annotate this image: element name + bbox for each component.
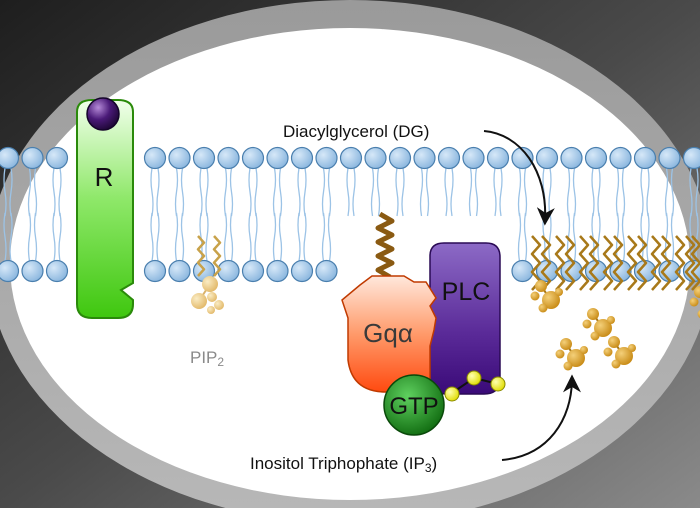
phospholipid-icon — [168, 212, 191, 283]
ip3-molecule-icon — [555, 338, 588, 371]
phospholipid-icon — [339, 146, 363, 217]
phospholipid-icon — [168, 146, 191, 217]
diacylglycerol-chains — [530, 235, 700, 291]
phospholipid-icon — [560, 146, 583, 217]
bead-2 — [466, 370, 482, 386]
phospholipid-icon — [21, 212, 44, 283]
ligand-sphere-icon — [86, 97, 120, 131]
phospholipid-icon — [584, 146, 608, 217]
phospholipid-icon — [413, 146, 436, 217]
pip2-label-main: PIP — [190, 348, 217, 367]
receptor: R — [76, 99, 134, 319]
ip3-molecule-icon — [689, 286, 700, 319]
ip3-arrow — [501, 374, 581, 461]
pip2-label-sub: 2 — [217, 355, 224, 369]
gq-alpha-label: Gqα — [363, 318, 413, 348]
phospholipid-icon — [217, 146, 240, 217]
phospholipid-icon — [0, 212, 20, 283]
ip3-molecules — [530, 280, 700, 371]
phospholipid-icon — [241, 146, 265, 217]
plc-enzyme: PLC — [429, 242, 501, 395]
ip3-label-sub: 3 — [425, 461, 432, 475]
gq-lipid-anchor — [375, 211, 395, 280]
gq-alpha-subunit: Gqα — [341, 275, 437, 393]
phospholipid-icon — [511, 146, 534, 217]
phospholipid-icon — [388, 146, 412, 217]
ip3-molecule-icon — [582, 308, 615, 341]
zigzag-chain-icon — [602, 235, 624, 291]
dg-arrow — [483, 130, 555, 226]
phospholipid-icon — [462, 146, 485, 217]
ip3-molecule-icon — [603, 336, 636, 369]
phospholipid-icon — [192, 146, 216, 217]
pip2-molecule — [191, 235, 224, 314]
pip2-label: PIP2 — [190, 348, 224, 369]
ip3-molecule-icon — [191, 276, 224, 314]
phospholipid-icon — [0, 146, 20, 217]
lipid-bilayer — [0, 146, 700, 283]
phospholipid-icon — [21, 146, 44, 217]
phospholipid-icon — [290, 212, 314, 283]
bead-1 — [444, 386, 460, 402]
gtp-label: GTP — [389, 393, 438, 420]
ip3-molecule-icon — [530, 280, 563, 313]
phospholipid-icon — [143, 146, 167, 217]
phospholipid-icon — [315, 146, 338, 217]
ip3-label-close: ) — [432, 454, 438, 473]
phospholipid-icon — [266, 212, 289, 283]
phospholipid-icon — [609, 212, 632, 283]
phospholipid-icon — [633, 146, 657, 217]
phospholipid-icon — [682, 146, 700, 217]
phospholipid-icon — [486, 146, 510, 217]
plc-label: PLC — [442, 278, 491, 306]
ip3-label-main: Inositol Triphophate (IP — [250, 454, 425, 473]
ip3-label: Inositol Triphophate (IP3) — [250, 454, 437, 475]
bead-3 — [490, 376, 506, 392]
dg-label: Diacylglycerol (DG) — [283, 122, 429, 141]
gtp-molecule: GTP — [383, 374, 445, 436]
phospholipid-icon — [45, 212, 69, 283]
phospholipid-icon — [266, 146, 289, 217]
receptor-label: R — [95, 162, 114, 192]
pip2-chains — [196, 235, 222, 277]
phospholipid-icon — [437, 146, 461, 217]
zigzag-chain-icon — [650, 235, 672, 291]
phospholipid-icon — [315, 212, 338, 283]
phospholipid-icon — [143, 212, 167, 283]
phospholipid-icon — [290, 146, 314, 217]
phospholipid-icon — [658, 146, 681, 217]
phospholipid-icon — [45, 146, 69, 217]
phospholipid-icon — [609, 146, 632, 217]
zigzag-chain-icon — [578, 235, 600, 291]
phospholipid-icon — [364, 146, 387, 217]
phospholipid-icon — [633, 212, 657, 283]
zigzag-chain-icon — [674, 235, 696, 291]
plc-bead-chain — [444, 370, 506, 402]
zigzag-chain-icon — [626, 235, 648, 291]
zigzag-chain-icon — [554, 235, 576, 291]
phospholipid-icon — [241, 212, 265, 283]
